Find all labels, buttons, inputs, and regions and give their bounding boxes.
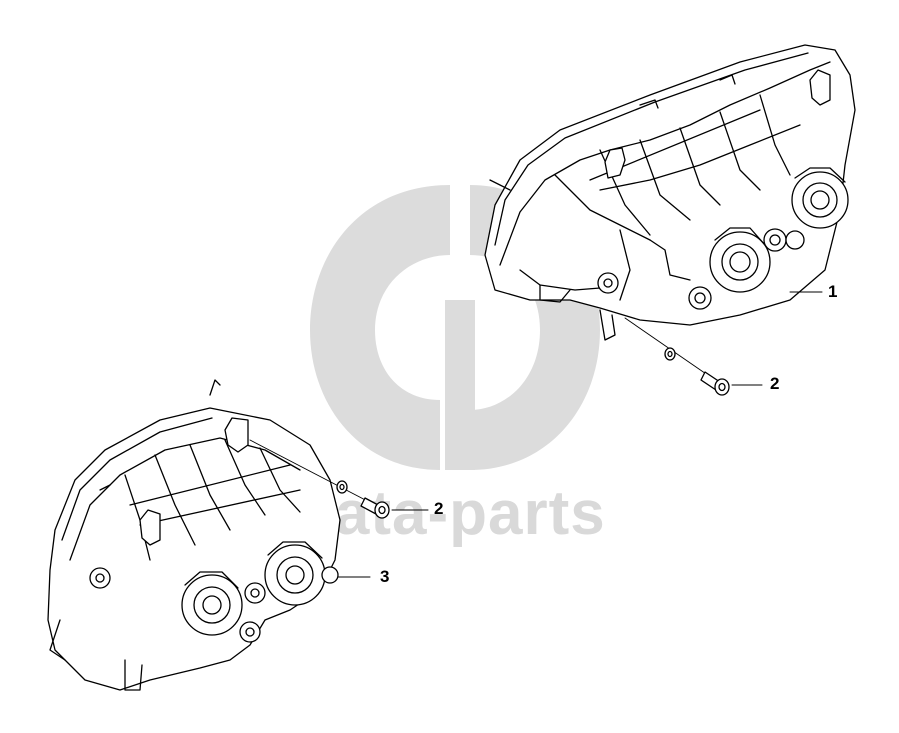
- bolt-washer-upper: [624, 317, 730, 396]
- callout-3: 3: [380, 567, 390, 586]
- bolt-washer-lower: [249, 439, 390, 519]
- callout-2-upper: 2: [770, 374, 780, 393]
- callout-1: 1: [828, 282, 838, 301]
- headlamp-left: [47, 379, 341, 691]
- headlamp-right: [484, 44, 856, 341]
- callout-2-lower: 2: [434, 499, 444, 518]
- callout-leaders: [337, 291, 823, 578]
